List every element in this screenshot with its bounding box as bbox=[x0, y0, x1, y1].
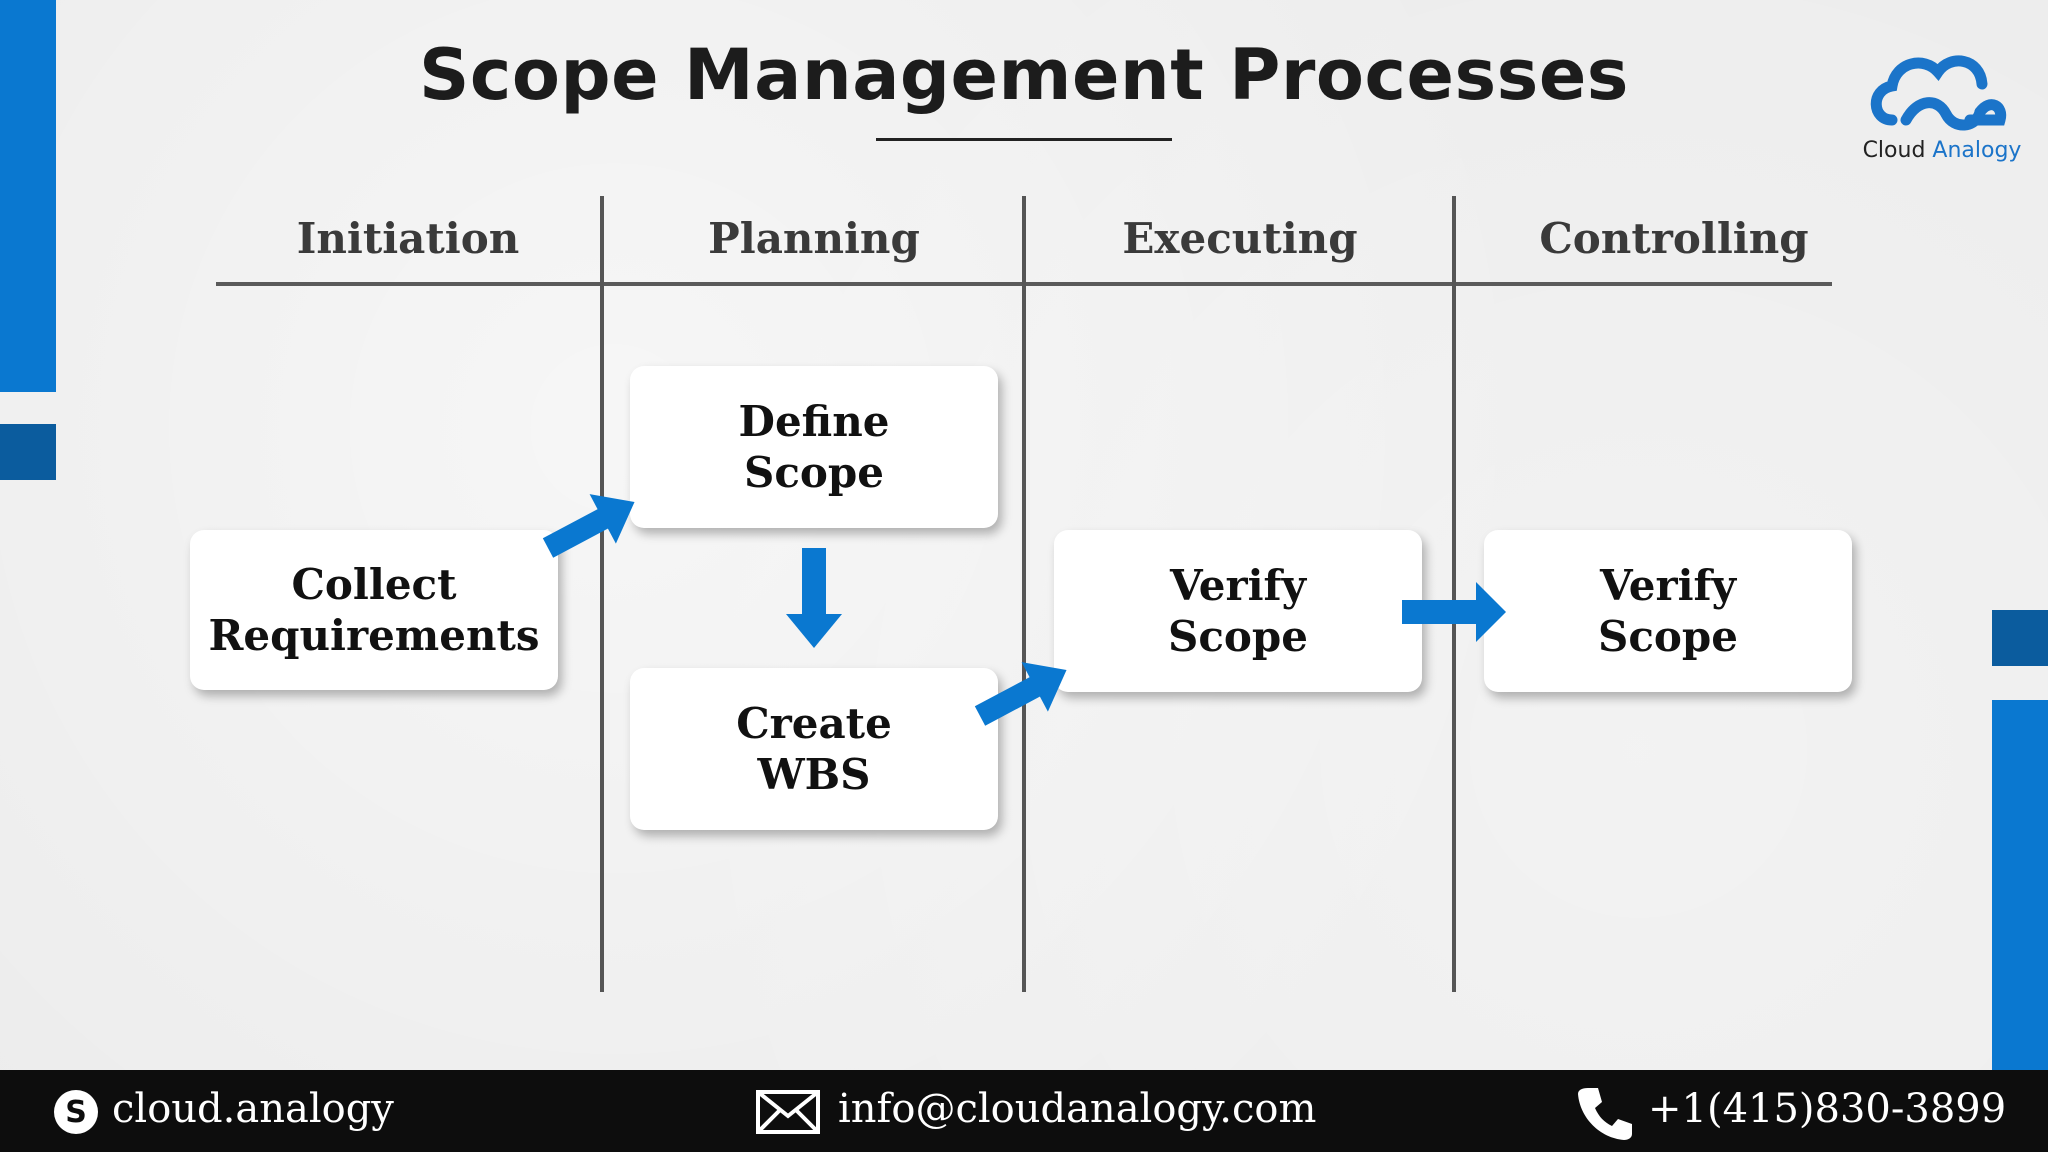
slide-title: Scope Management Processes bbox=[419, 34, 1629, 116]
cloud-logo-icon bbox=[1870, 55, 2007, 131]
left-accent-block bbox=[0, 424, 56, 480]
box-line: WBS bbox=[757, 750, 871, 799]
box-line: Scope bbox=[1597, 612, 1738, 661]
box-line: Scope bbox=[1167, 612, 1308, 661]
logo-wordmark: Cloud Analogy bbox=[1862, 138, 2022, 163]
column-header-executing: Executing bbox=[1122, 214, 1358, 263]
arrow-define-to-create bbox=[786, 548, 842, 648]
box-line: Requirements bbox=[208, 611, 540, 660]
footer-email[interactable]: info@cloudanalogy.com bbox=[838, 1086, 1317, 1132]
column-header-planning: Planning bbox=[708, 214, 920, 263]
box-line: Scope bbox=[743, 448, 884, 497]
left-accent-bar bbox=[0, 0, 56, 392]
svg-text:S: S bbox=[65, 1095, 87, 1130]
title-underline bbox=[876, 138, 1172, 141]
column-divider-2 bbox=[1022, 196, 1026, 992]
column-header-controlling: Controlling bbox=[1539, 214, 1809, 263]
box-line: Create bbox=[736, 698, 892, 748]
contact-footer bbox=[0, 1070, 2048, 1152]
column-divider-3 bbox=[1452, 196, 1456, 992]
footer-phone[interactable]: +1(415)830-3899 bbox=[1648, 1086, 2007, 1132]
phone-icon bbox=[1578, 1088, 1632, 1140]
right-accent-block bbox=[1992, 610, 2048, 666]
arrow-collect-to-define bbox=[542, 494, 635, 558]
arrow-create-to-verify bbox=[974, 662, 1067, 726]
logo-word-cloud: Cloud bbox=[1862, 138, 1926, 163]
column-divider-1 bbox=[600, 196, 604, 992]
box-line: Verify bbox=[1169, 560, 1306, 610]
box-line: Define bbox=[738, 396, 890, 446]
skype-icon: S bbox=[54, 1090, 98, 1134]
mail-icon bbox=[756, 1090, 820, 1134]
box-line: Verify bbox=[1599, 560, 1736, 610]
right-accent-bar bbox=[1992, 700, 2048, 1070]
box-line: Collect bbox=[291, 559, 457, 609]
arrow-verify-to-verify bbox=[1402, 582, 1506, 642]
logo-word-analogy: Analogy bbox=[1932, 138, 2022, 163]
column-header-initiation: Initiation bbox=[296, 214, 520, 263]
footer-skype-handle[interactable]: cloud.analogy bbox=[112, 1086, 394, 1132]
